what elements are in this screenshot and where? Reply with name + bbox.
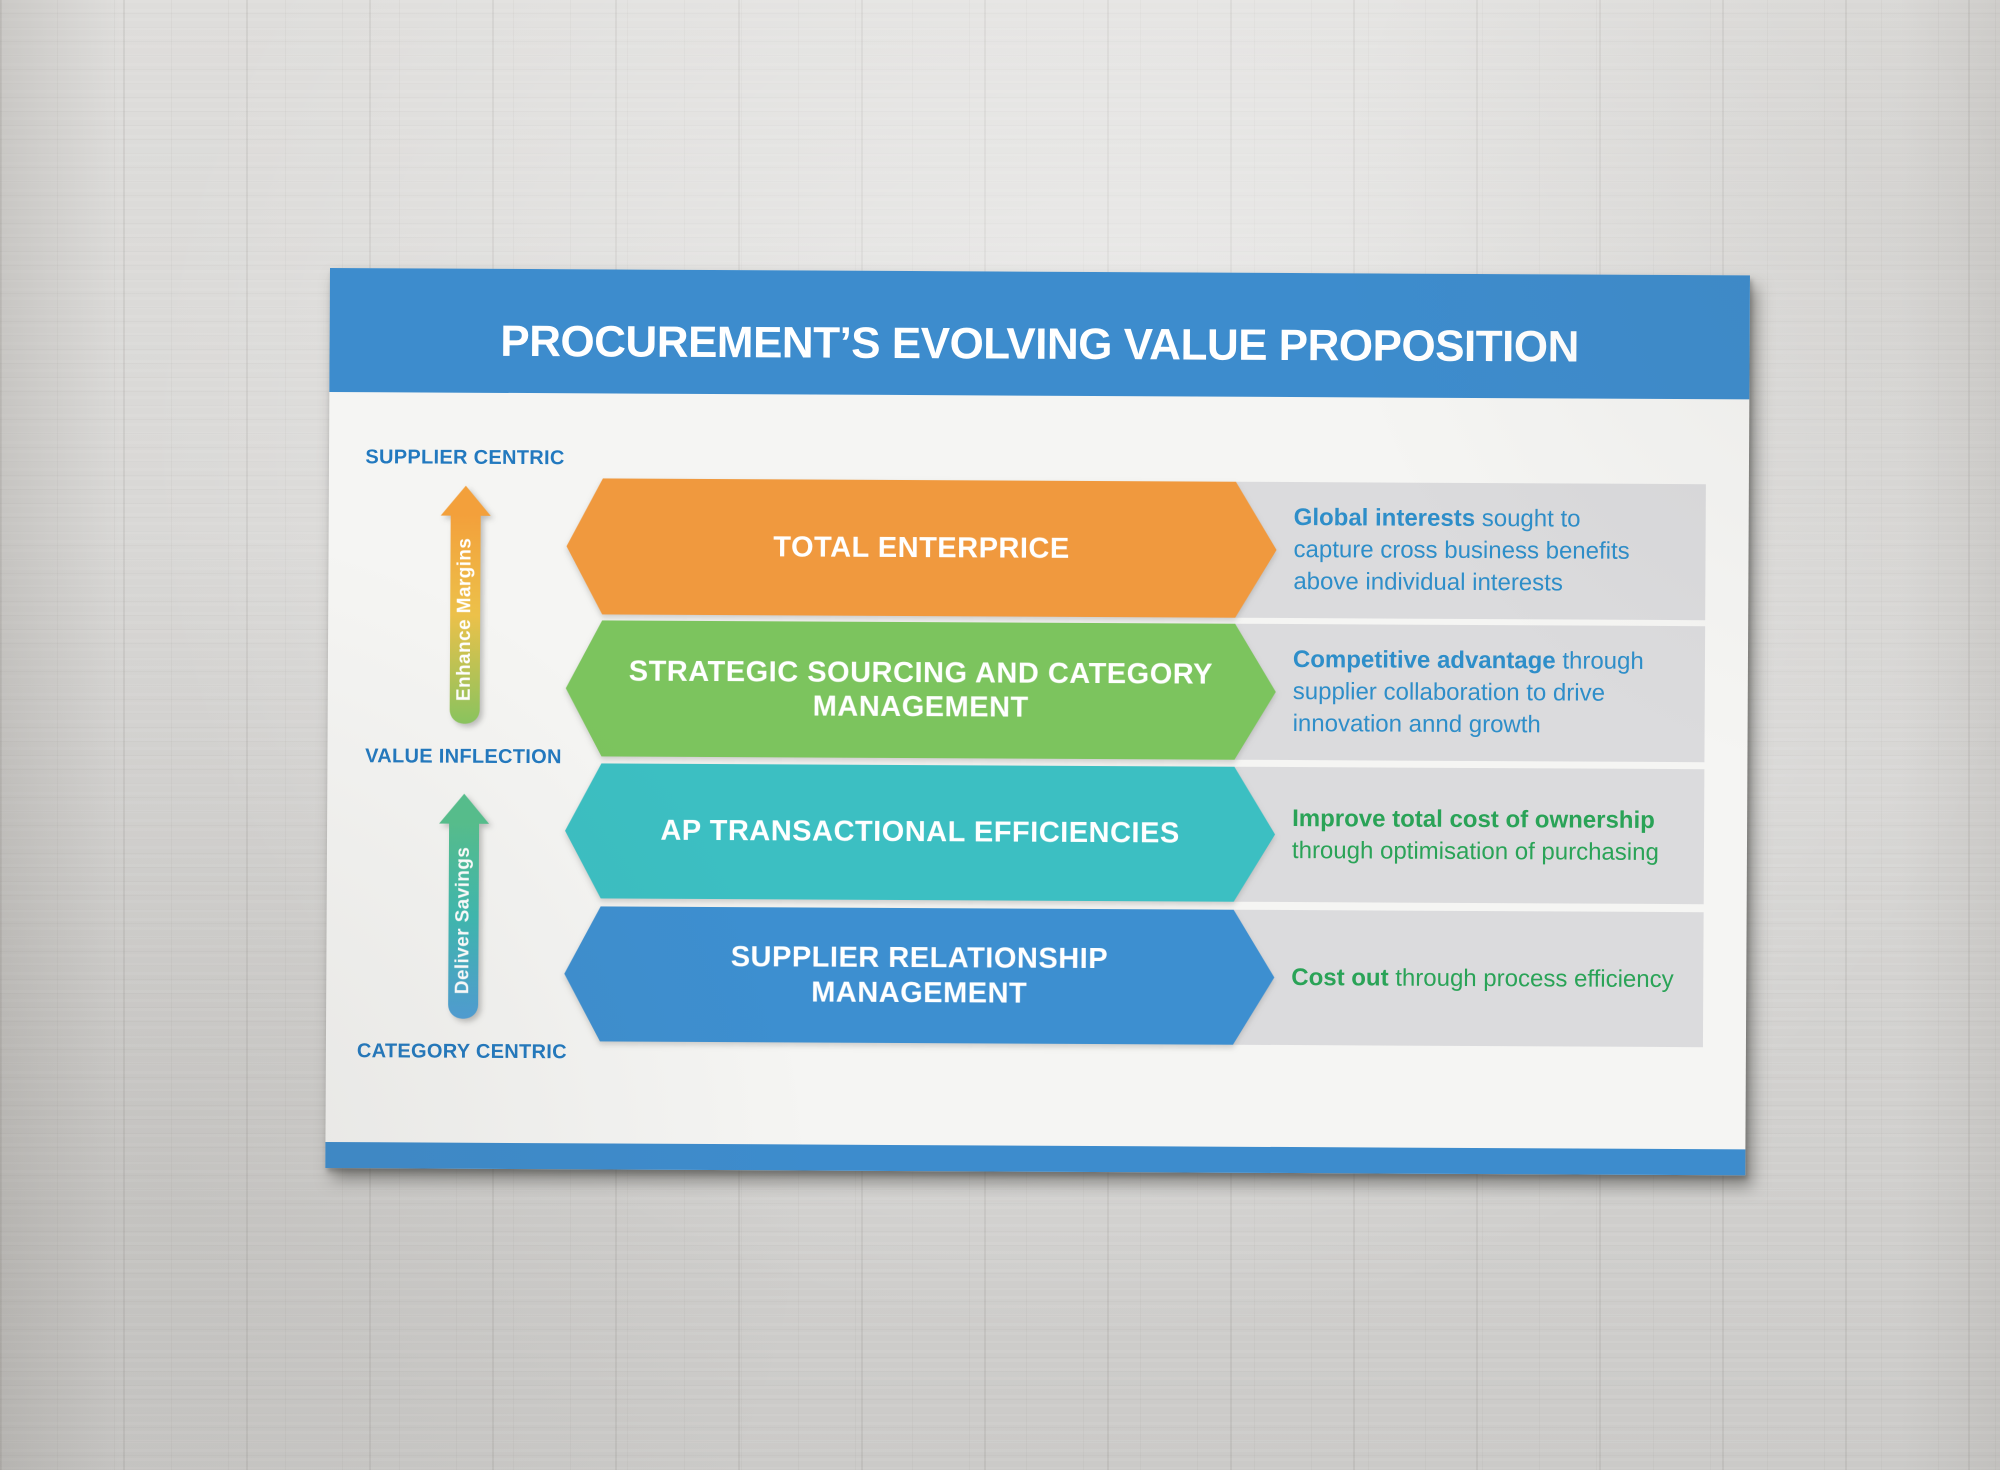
row-total-enterprise: Global interests sought to capture cross… (566, 478, 1706, 621)
enhance-margins-arrow-shaft: Enhance Margins (449, 514, 481, 724)
poster: PROCUREMENT’S EVOLVING VALUE PROPOSITION… (325, 268, 1750, 1176)
row-ap-transactional: Improve total cost of ownership through … (565, 763, 1705, 905)
band-shape: AP TRANSACTIONAL EFFICIENCIES (565, 763, 1276, 902)
up-arrow-head-icon (439, 794, 489, 824)
value-inflection-label: VALUE INFLECTION (365, 745, 562, 769)
description-highlight: Improve total cost of ownership (1292, 804, 1655, 834)
band-supplier-relationship: SUPPLIER RELATIONSHIP MANAGEMENT (564, 906, 1275, 1045)
band-label: TOTAL ENTERPRICE (773, 531, 1070, 565)
supplier-centric-label: SUPPLIER CENTRIC (365, 446, 565, 470)
deliver-savings-arrow-shaft: Deliver Savings (448, 822, 480, 1019)
band-label: STRATEGIC SOURCING AND CATEGORY MANAGEME… (628, 655, 1214, 724)
description-panel: Cost out through process efficiency (1232, 909, 1704, 1048)
poster-body: SUPPLIER CENTRIC Enhance Margins VALUE I… (325, 392, 1749, 1149)
rows-container: Global interests sought to capture cross… (563, 393, 1706, 1149)
band-total-enterprise: TOTAL ENTERPRICE (566, 478, 1277, 618)
description-highlight: Global interests (1293, 504, 1476, 532)
description-highlight: Competitive advantage (1292, 646, 1556, 675)
description-text: Global interests sought to capture cross… (1235, 502, 1688, 600)
poster-footer-stripe (325, 1141, 1746, 1176)
poster-title: PROCUREMENT’S EVOLVING VALUE PROPOSITION (500, 316, 1579, 372)
poster-header: PROCUREMENT’S EVOLVING VALUE PROPOSITION (329, 268, 1750, 400)
row-supplier-relationship: Cost out through process efficiency SUPP… (564, 906, 1704, 1048)
description-highlight: Cost out (1291, 963, 1389, 992)
description-text: Competitive advantage through supplier c… (1235, 644, 1688, 742)
deliver-savings-label: Deliver Savings (452, 846, 474, 995)
deliver-savings-arrow: Deliver Savings (438, 794, 489, 1019)
band-shape: STRATEGIC SOURCING AND CATEGORY MANAGEME… (565, 620, 1276, 760)
description-panel: Global interests sought to capture cross… (1235, 481, 1706, 621)
description-rest: through optimisation of purchasing (1291, 806, 1659, 866)
row-strategic-sourcing: Competitive advantage through supplier c… (565, 620, 1706, 763)
description-panel: Improve total cost of ownership through … (1233, 766, 1705, 905)
description-panel: Competitive advantage through supplier c… (1234, 623, 1706, 763)
band-shape: SUPPLIER RELATIONSHIP MANAGEMENT (564, 906, 1275, 1045)
up-arrow-head-icon (441, 486, 491, 516)
band-shape: TOTAL ENTERPRICE (566, 478, 1277, 618)
band-strategic-sourcing: STRATEGIC SOURCING AND CATEGORY MANAGEME… (565, 620, 1276, 760)
description-rest: through supplier collaboration to drive … (1292, 647, 1644, 739)
description-text: Cost out through process efficiency (1233, 961, 1686, 995)
description-rest: sought to capture cross business benefit… (1293, 504, 1630, 597)
category-centric-label: CATEGORY CENTRIC (356, 1040, 567, 1064)
band-ap-transactional: AP TRANSACTIONAL EFFICIENCIES (565, 763, 1276, 902)
enhance-margins-label: Enhance Margins (453, 537, 476, 701)
band-label: SUPPLIER RELATIONSHIP MANAGEMENT (730, 941, 1109, 1010)
band-label: AP TRANSACTIONAL EFFICIENCIES (660, 815, 1180, 850)
description-rest: through process efficiency (1388, 964, 1674, 993)
description-text: Improve total cost of ownership through … (1234, 802, 1687, 868)
enhance-margins-arrow: Enhance Margins (440, 486, 491, 724)
